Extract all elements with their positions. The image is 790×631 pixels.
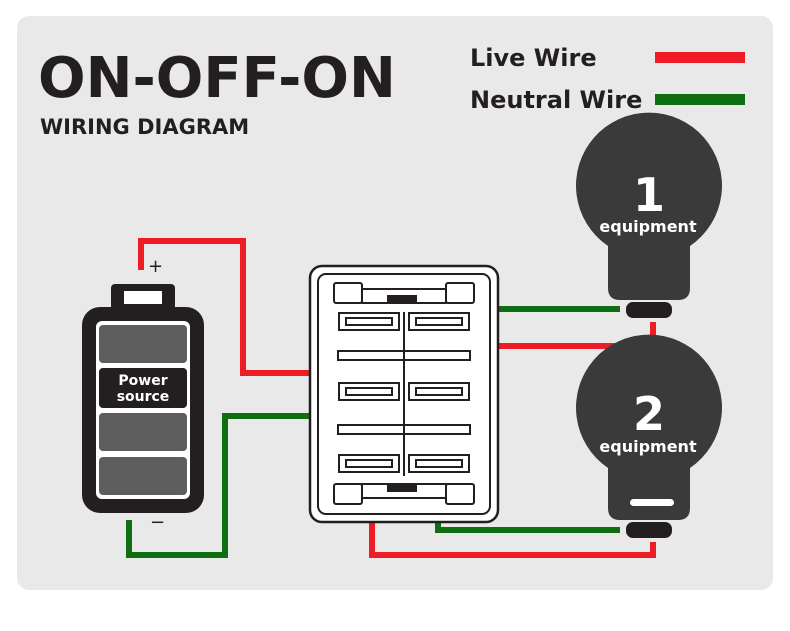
bulb-1-label: equipment	[599, 217, 697, 236]
battery-cell-4	[99, 457, 187, 495]
battery-inner	[96, 321, 190, 499]
bulb-1: 1 equipment	[576, 112, 723, 318]
rocker-switch	[308, 264, 500, 524]
battery-cell-1	[99, 325, 187, 363]
bulb-2-number: 2	[633, 387, 665, 441]
diagram-title: ON-OFF-ON	[38, 46, 396, 111]
bulb-1-globe	[576, 112, 723, 300]
battery-cell-3	[99, 413, 187, 451]
bulb-1-number: 1	[633, 168, 665, 222]
bulb-1-base	[626, 302, 672, 318]
legend-live-label: Live Wire	[470, 44, 597, 72]
battery-minus-sign: −	[150, 512, 165, 533]
battery: + − Power source	[82, 256, 204, 533]
battery-plus-sign: +	[148, 256, 163, 277]
legend-live-swatch	[655, 52, 745, 63]
legend-neutral-label: Neutral Wire	[470, 86, 642, 114]
diagram-subtitle: WIRING DIAGRAM	[40, 115, 249, 139]
bulb-2-globe	[576, 334, 723, 520]
battery-terminal-slot	[124, 291, 162, 304]
legend: Live Wire Neutral Wire	[470, 44, 745, 114]
battery-label-line1: Power	[118, 373, 167, 389]
battery-label-line2: source	[117, 389, 170, 405]
battery-cell-2	[99, 368, 187, 408]
bulb-2-base	[626, 522, 672, 538]
switch-terminals	[338, 312, 470, 473]
bulb-2-label: equipment	[599, 437, 697, 456]
legend-neutral-swatch	[655, 94, 745, 105]
bulb-2-highlight	[630, 499, 674, 506]
bulb-2: 2 equipment	[576, 334, 723, 538]
